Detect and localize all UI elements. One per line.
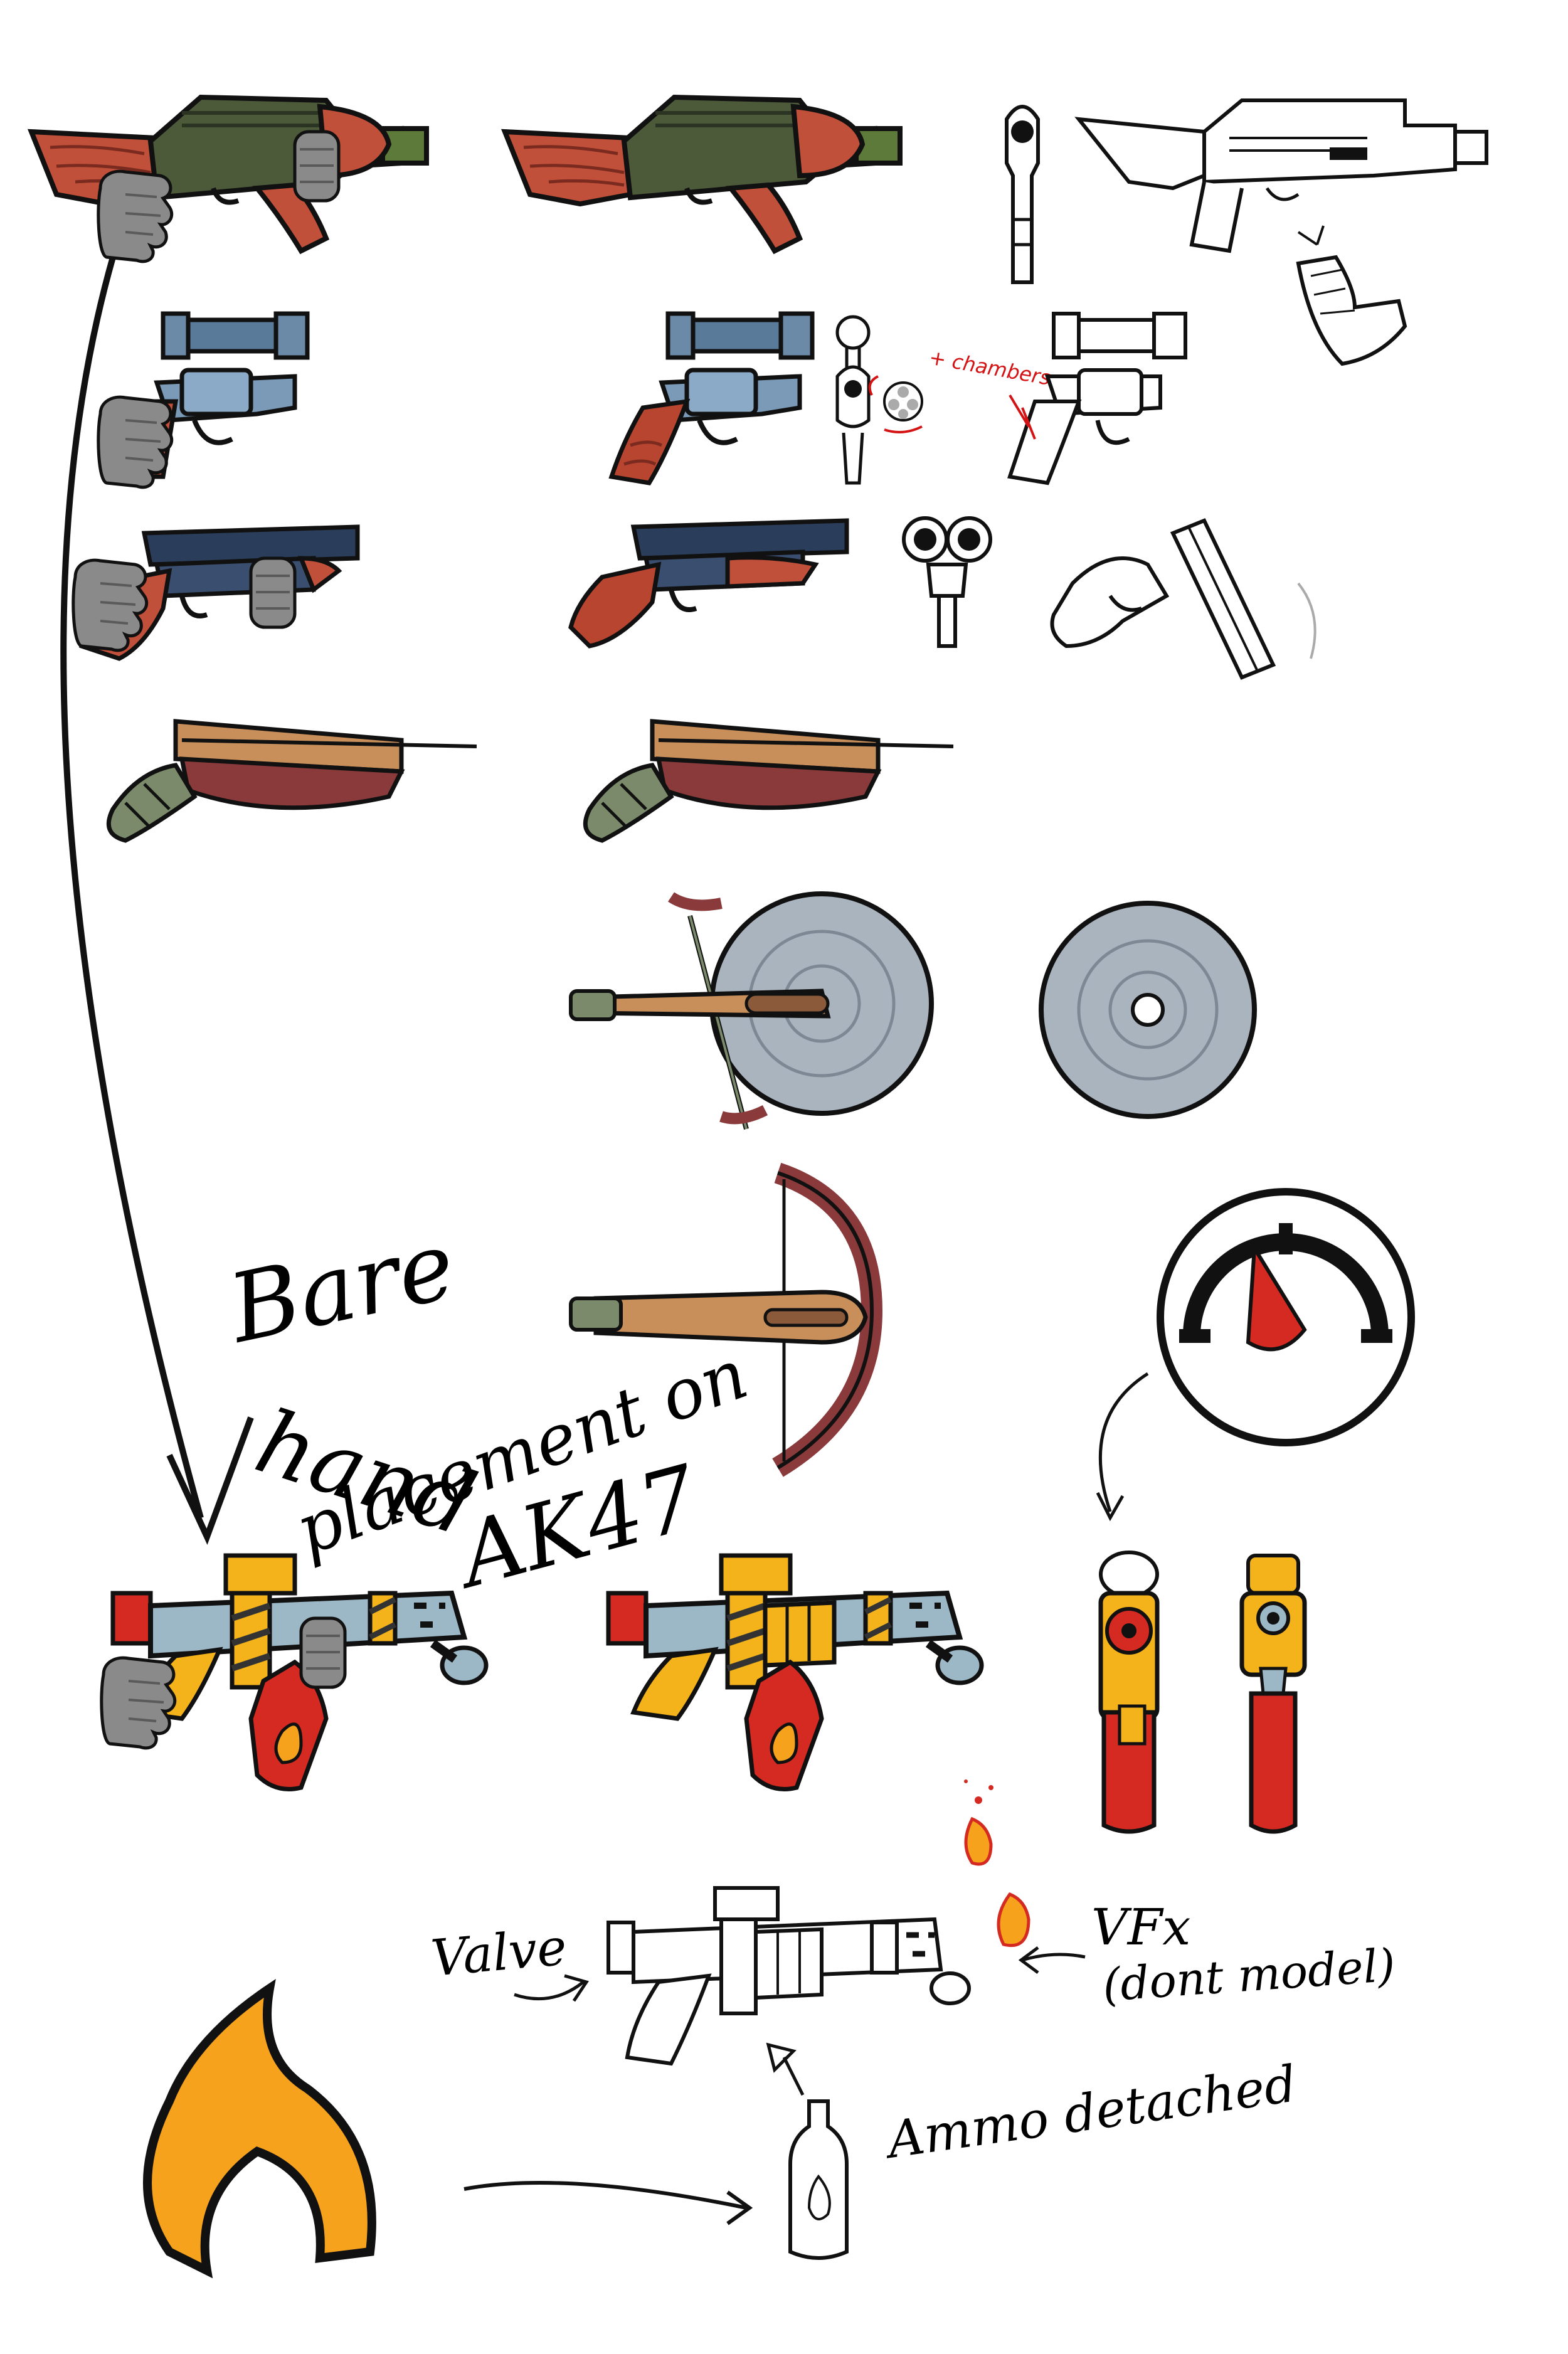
gauge-arrow bbox=[1096, 1372, 1149, 1522]
flamethrower-front-view-icon bbox=[1098, 1551, 1160, 1834]
double-barrel-front-icon bbox=[902, 516, 992, 648]
long-arrow-head bbox=[166, 1416, 254, 1545]
revolver-lineart-icon bbox=[1007, 312, 1187, 485]
vfx-arrow bbox=[1018, 1946, 1086, 1975]
ak47-icon bbox=[501, 94, 903, 255]
ak47-with-hand-icon bbox=[27, 94, 429, 262]
handmade-crossbow-icon bbox=[583, 719, 954, 843]
bare-hand-note-line-1: Bare bbox=[218, 1211, 464, 1365]
ammo-note: Ammo detached bbox=[880, 2054, 1300, 2170]
flamethrower-back-view-icon bbox=[1239, 1554, 1307, 1834]
chambers-note: + chambers bbox=[928, 345, 1052, 390]
flame-to-bottle-arrow bbox=[464, 2181, 753, 2225]
vfx-note-line-1: VFx bbox=[1091, 1898, 1190, 1956]
handmade-crossbow-with-hand-icon bbox=[106, 719, 477, 843]
bare-hand-note: Bare hand placement on AK47 bbox=[218, 1211, 757, 1609]
valve-note: Valve bbox=[429, 1917, 569, 1987]
scoped-revolver-with-hand-icon bbox=[98, 311, 310, 487]
flamethrower-with-hand-icon bbox=[102, 1553, 489, 1791]
ammo-up-arrow bbox=[766, 2042, 805, 2096]
saw-blade-icon bbox=[1039, 901, 1257, 1119]
shotgun-break-open-icon bbox=[1050, 518, 1316, 680]
ak47-front-view-icon bbox=[1005, 105, 1040, 284]
long-curved-arrow bbox=[60, 256, 204, 1519]
crossbow-topdown-icon bbox=[569, 1162, 883, 1477]
shotgun-with-hand-icon bbox=[73, 524, 360, 661]
ak47-magazine-icon bbox=[1296, 225, 1407, 366]
flame-logo-icon bbox=[143, 1979, 376, 2279]
ak47-lineart-icon bbox=[1074, 98, 1488, 253]
saw-crossbow-topdown-icon bbox=[569, 891, 934, 1130]
valve-arrow bbox=[514, 1974, 589, 2002]
flame-vfx-icon bbox=[964, 1779, 1030, 1947]
scoped-revolver-icon bbox=[608, 311, 815, 485]
flamethrower-lineart-icon bbox=[607, 1886, 971, 2066]
revolver-front-view-icon bbox=[835, 315, 871, 485]
revolver-cylinder-icon bbox=[868, 375, 923, 433]
flamethrower-icon bbox=[606, 1553, 984, 1791]
pressure-gauge-icon bbox=[1157, 1188, 1415, 1446]
fuel-bottle-lineart-icon bbox=[788, 2099, 849, 2260]
shotgun-icon bbox=[568, 518, 849, 649]
